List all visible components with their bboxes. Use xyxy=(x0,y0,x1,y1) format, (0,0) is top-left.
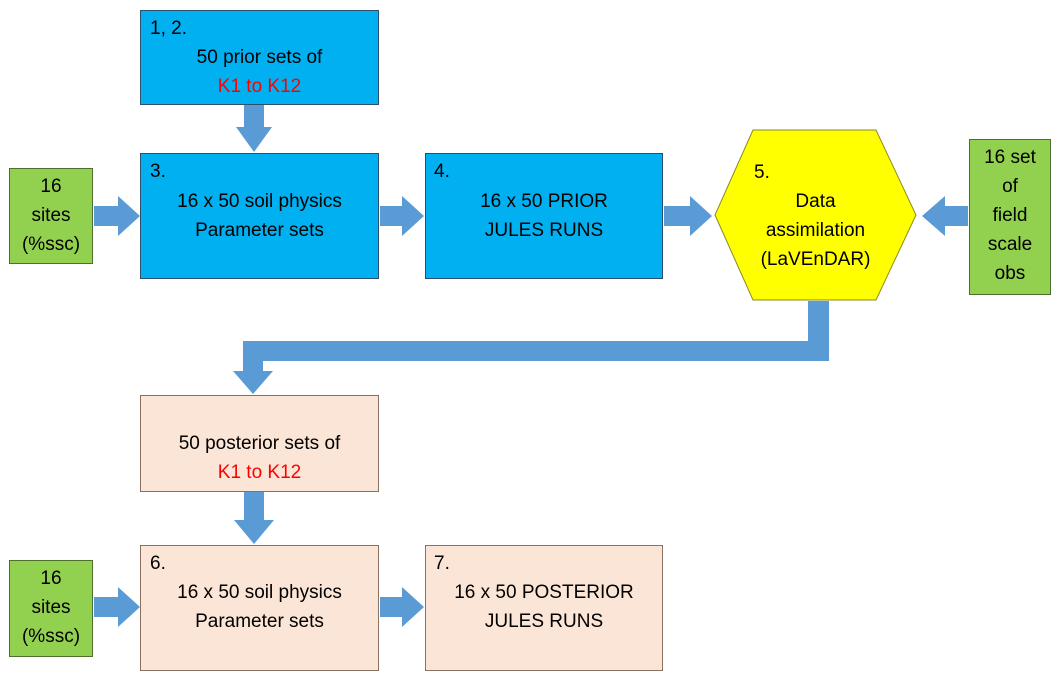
field-obs-line5: obs xyxy=(994,263,1026,284)
step12-box xyxy=(140,10,379,105)
field-obs-line1: 16 set xyxy=(984,147,1036,168)
step5-line3: (LaVEnDAR) xyxy=(760,249,871,270)
posterior-label: 50 posterior sets of xyxy=(178,433,341,454)
arrow-sites-to-step6 xyxy=(94,587,140,627)
step4-line2: JULES RUNS xyxy=(484,220,604,241)
sites-bottom-unit: (%ssc) xyxy=(21,626,81,647)
step3-number: 3. xyxy=(150,161,166,182)
step7-number: 7. xyxy=(434,553,450,574)
sites-bottom-count: 16 xyxy=(40,568,62,589)
step6-number: 6. xyxy=(150,553,166,574)
step6-line1: 16 x 50 soil physics xyxy=(177,582,342,603)
field-obs-line3: field xyxy=(992,205,1028,226)
arrow-obs-to-step5 xyxy=(922,196,968,236)
step12-label: 50 prior sets of xyxy=(196,47,323,68)
posterior-parameters: K1 to K12 xyxy=(217,462,302,483)
step5-number: 5. xyxy=(754,162,770,183)
arrow-sites-to-step3 xyxy=(94,196,140,236)
step3-line1: 16 x 50 soil physics xyxy=(177,191,342,212)
step4-box xyxy=(425,153,663,279)
step7-line1: 16 x 50 POSTERIOR xyxy=(454,582,634,603)
arrow-posterior-to-step6 xyxy=(234,492,274,544)
step12-number: 1, 2. xyxy=(150,18,187,39)
sites-top-label: sites xyxy=(31,205,71,226)
step4-line1: 16 x 50 PRIOR xyxy=(480,191,608,212)
sites-bottom-label: sites xyxy=(31,597,71,618)
field-obs-line4: scale xyxy=(987,234,1033,255)
arrow-step12-to-step3 xyxy=(236,105,272,152)
sites-top-box xyxy=(9,168,93,264)
step12-parameters: K1 to K12 xyxy=(217,76,302,97)
step4-number: 4. xyxy=(434,161,450,182)
sites-top-unit: (%ssc) xyxy=(21,234,81,255)
step6-box xyxy=(140,545,379,671)
step3-line2: Parameter sets xyxy=(195,220,324,241)
arrow-step4-to-step5 xyxy=(664,196,712,236)
step3-box xyxy=(140,153,379,279)
field-obs-line2: of xyxy=(1002,176,1018,197)
sites-top-count: 16 xyxy=(40,176,62,197)
step7-line2: JULES RUNS xyxy=(484,611,604,632)
arrow-step5-to-posterior xyxy=(233,301,829,394)
step5-hexagon xyxy=(714,129,917,301)
step5-line1: Data xyxy=(795,191,836,212)
arrow-step3-to-step4 xyxy=(380,196,424,236)
sites-bottom-box xyxy=(9,560,93,657)
field-obs-box xyxy=(969,139,1051,295)
arrow-step6-to-step7 xyxy=(380,587,424,627)
step5-line2: assimilation xyxy=(765,220,866,241)
step6-line2: Parameter sets xyxy=(195,611,324,632)
step7-box xyxy=(425,545,663,671)
posterior-box xyxy=(140,395,379,492)
